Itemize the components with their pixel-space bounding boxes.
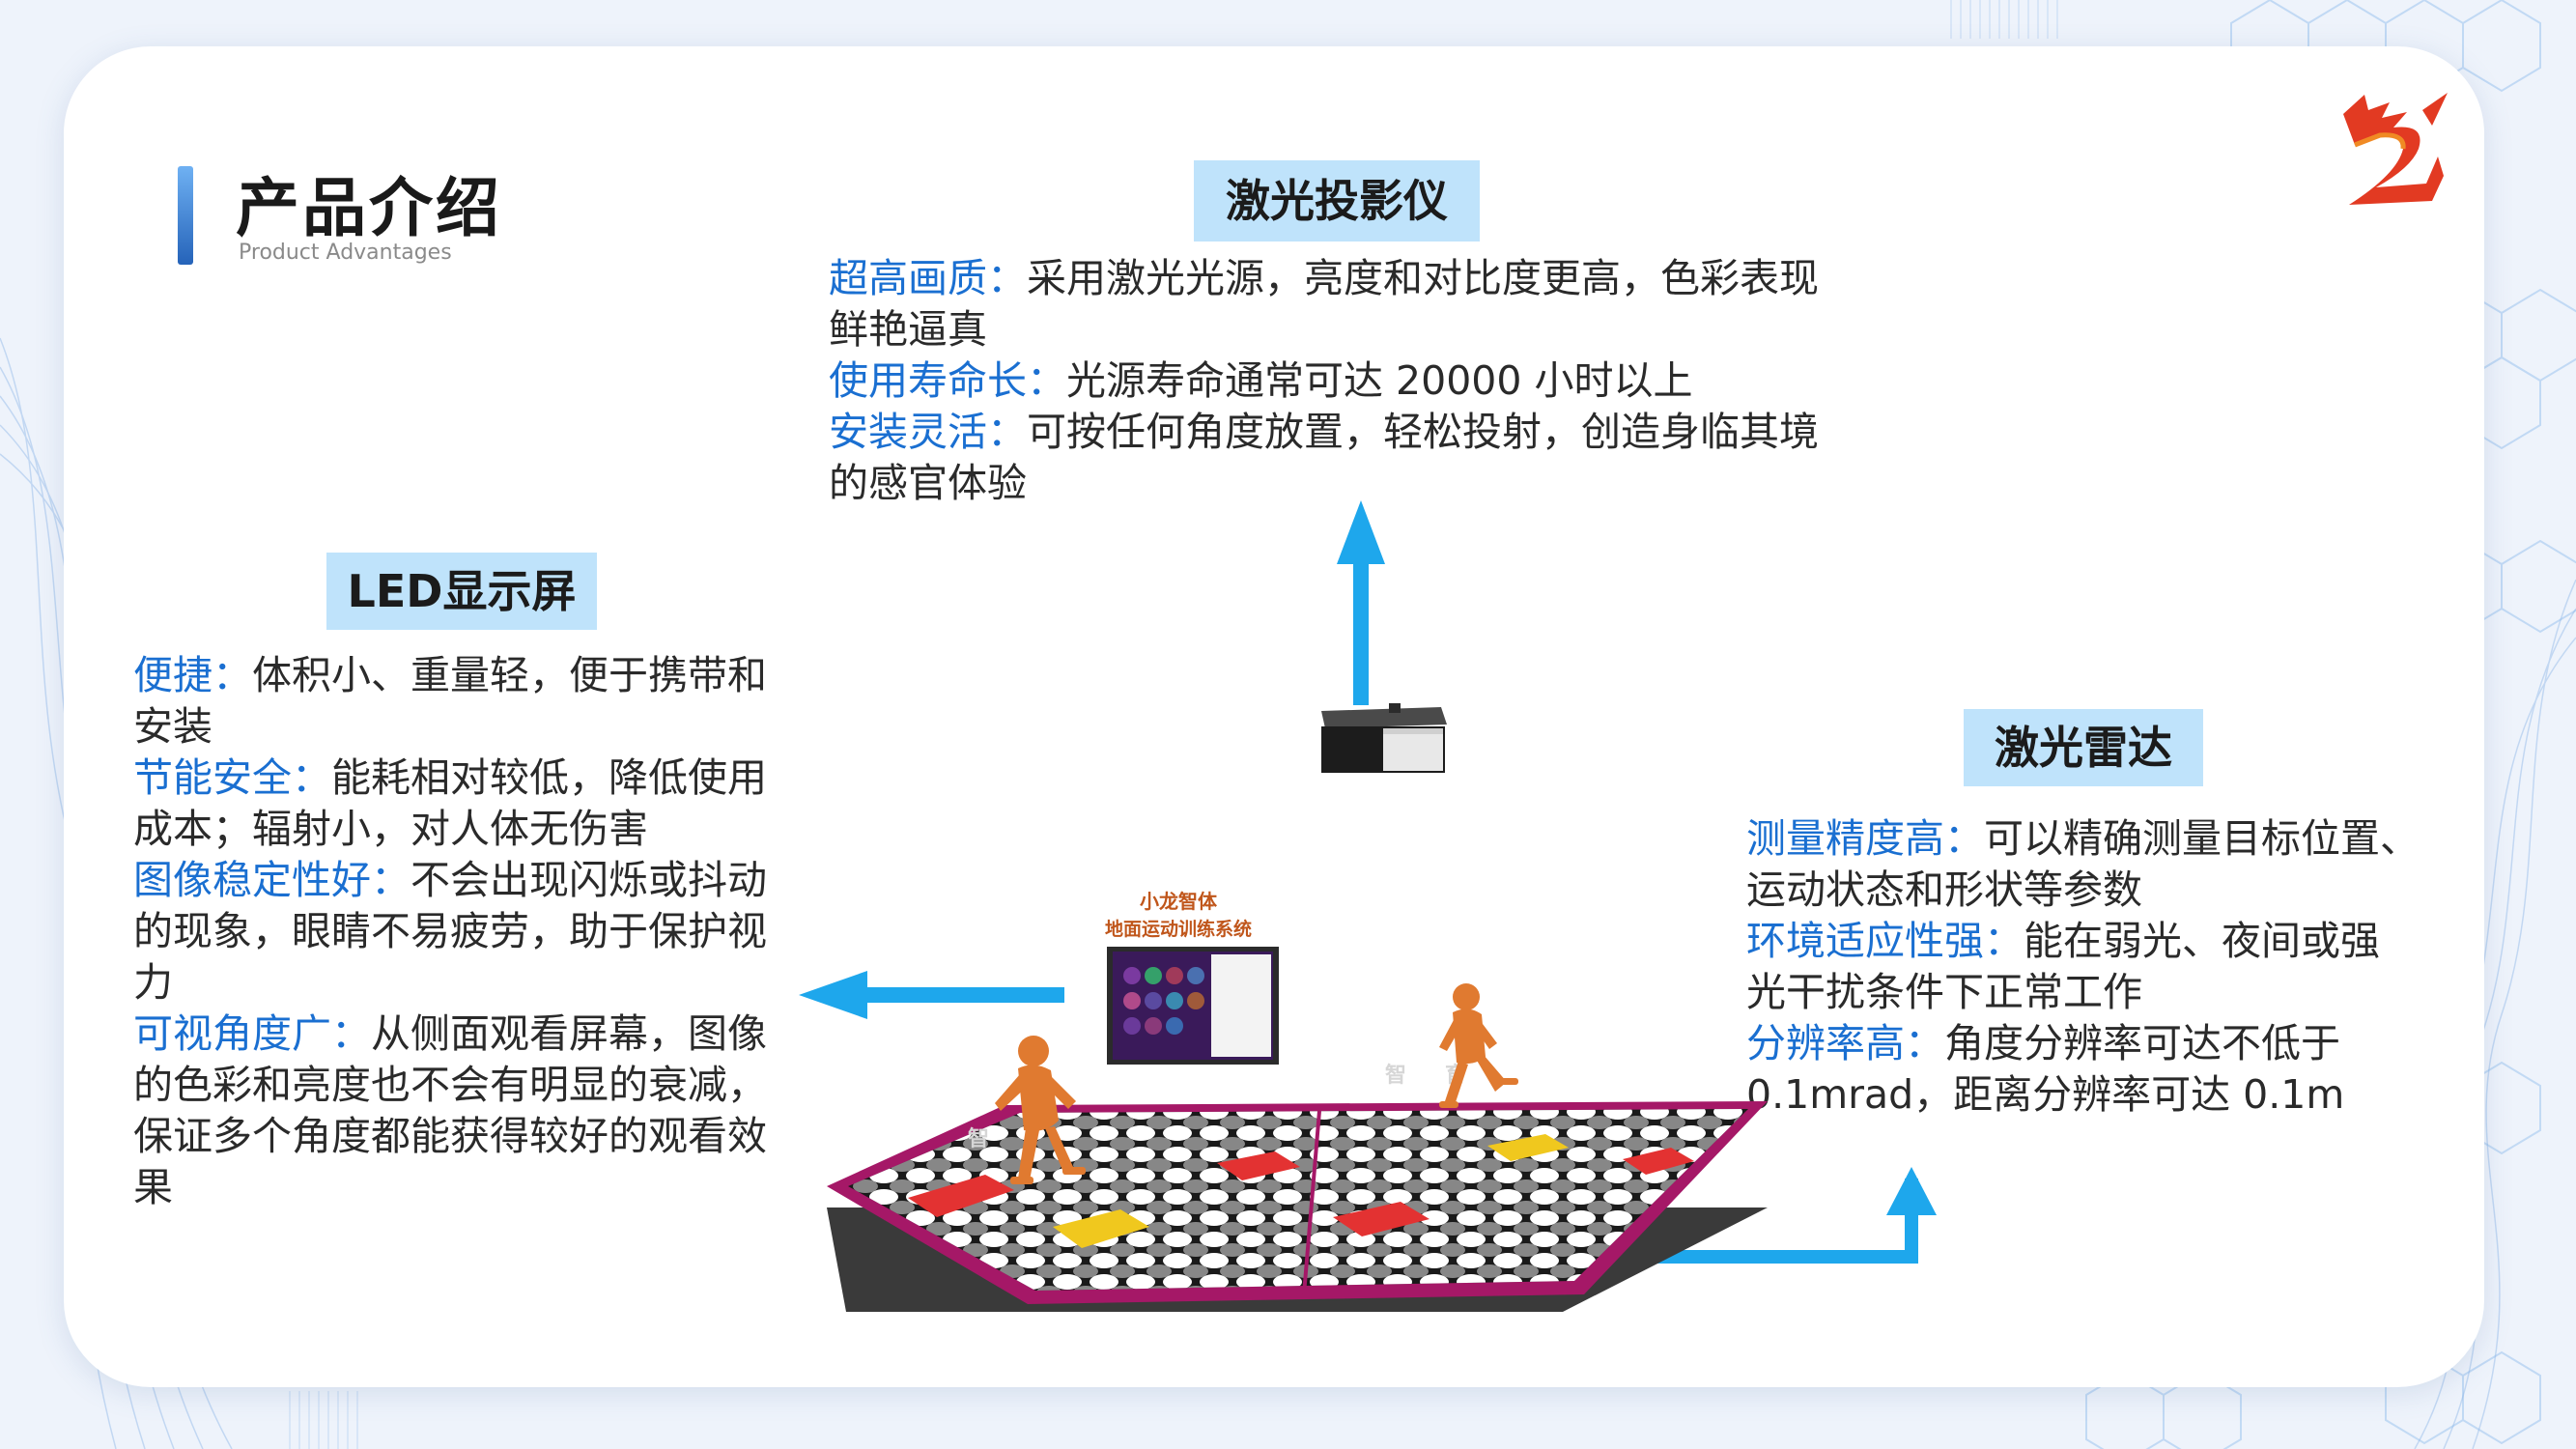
lidar-heading: 激光雷达: [1964, 709, 2203, 786]
lidar-feature-text: 能在弱光、夜间或强: [2024, 918, 2380, 964]
projector-feature-label: 超高画质：: [829, 255, 1027, 301]
led-feature-text: 果: [133, 1164, 173, 1210]
led-feature-text: 的现象，眼睛不易疲劳，助于保护视: [133, 908, 767, 954]
led-feature-text: 成本；辐射小，对人体无伤害: [133, 806, 648, 852]
led-feature-text: 体积小、重量轻，便于携带和: [252, 652, 767, 698]
projector-feature-text: 光源寿命通常可达 20000 小时以上: [1066, 357, 1693, 404]
running-figure-icon: [995, 1036, 1086, 1184]
lidar-feature-label: 分辨率高：: [1746, 1020, 1944, 1066]
lidar-feature-text: 角度分辨率可达不低于: [1944, 1020, 2340, 1066]
lidar-feature-text: 可以精确测量目标位置、: [1984, 815, 2420, 862]
led-feature-label: 便捷：: [133, 652, 252, 698]
led-feature-text: 能耗相对较低，降低使用: [331, 754, 767, 801]
arrow-left-icon: [799, 971, 1064, 1019]
lidar-feature-text: 0.1mrad，距离分辨率可达 0.1m: [1746, 1071, 2345, 1118]
led-feature-text: 力: [133, 959, 173, 1006]
led-heading: LED显示屏: [326, 553, 597, 630]
lidar-feature-label: 环境适应性强：: [1746, 918, 2024, 964]
screen-title-line-1: 小龙智体: [1140, 890, 1218, 913]
led-feature-text: 的色彩和亮度也不会有明显的衰减，: [133, 1062, 767, 1108]
led-screen-icon: 小龙智体 地面运动训练系统: [1105, 890, 1279, 1065]
lidar-features: 测量精度高：可以精确测量目标位置、 运动状态和形状等参数 环境适应性强：能在弱光…: [1746, 813, 2420, 1121]
projector-feature-label: 使用寿命长：: [829, 357, 1066, 404]
system-illustration: 小龙智体 地面运动训练系统 智 智 育: [799, 500, 1937, 1312]
projector-features: 超高画质：采用激光光源，亮度和对比度更高，色彩表现 鲜艳逼真 使用寿命长：光源寿…: [829, 253, 1819, 509]
dragon-logo-icon: [2343, 93, 2448, 205]
led-feature-text: 安装: [133, 703, 212, 750]
lidar-feature-label: 测量精度高：: [1746, 815, 1984, 862]
projector-heading: 激光投影仪: [1194, 160, 1480, 242]
page-subtitle: Product Advantages: [239, 241, 452, 265]
projector-feature-text: 鲜艳逼真: [829, 306, 987, 353]
lidar-feature-text: 运动状态和形状等参数: [1746, 867, 2142, 913]
led-feature-text: 保证多个角度都能获得较好的观看效: [133, 1113, 767, 1159]
led-feature-label: 可视角度广：: [133, 1010, 371, 1057]
lidar-feature-text: 光干扰条件下正常工作: [1746, 969, 2142, 1015]
title-accent-bar: [178, 166, 193, 265]
running-figure-icon: [1439, 983, 1518, 1108]
watermark-left: 智: [968, 1126, 989, 1151]
led-feature-label: 节能安全：: [133, 754, 331, 801]
projector-icon: [1321, 703, 1447, 773]
led-feature-text: 从侧面观看屏幕，图像: [371, 1010, 767, 1057]
led-features: 便捷：体积小、重量轻，便于携带和 安装 节能安全：能耗相对较低，降低使用 成本；…: [133, 650, 767, 1213]
screen-title-line-2: 地面运动训练系统: [1105, 918, 1252, 940]
led-feature-text: 不会出现闪烁或抖动: [410, 857, 767, 903]
led-feature-label: 图像稳定性好：: [133, 857, 410, 903]
projector-feature-label: 安装灵活：: [829, 409, 1027, 455]
projector-feature-text: 采用激光光源，亮度和对比度更高，色彩表现: [1027, 255, 1819, 301]
projector-feature-text: 可按任何角度放置，轻松投射，创造身临其境: [1027, 409, 1819, 455]
arrow-up-icon: [1337, 500, 1385, 705]
projector-feature-text: 的感官体验: [829, 460, 1027, 506]
watermark-right-1: 智: [1385, 1063, 1406, 1088]
page-title: 产品介绍: [236, 171, 502, 245]
